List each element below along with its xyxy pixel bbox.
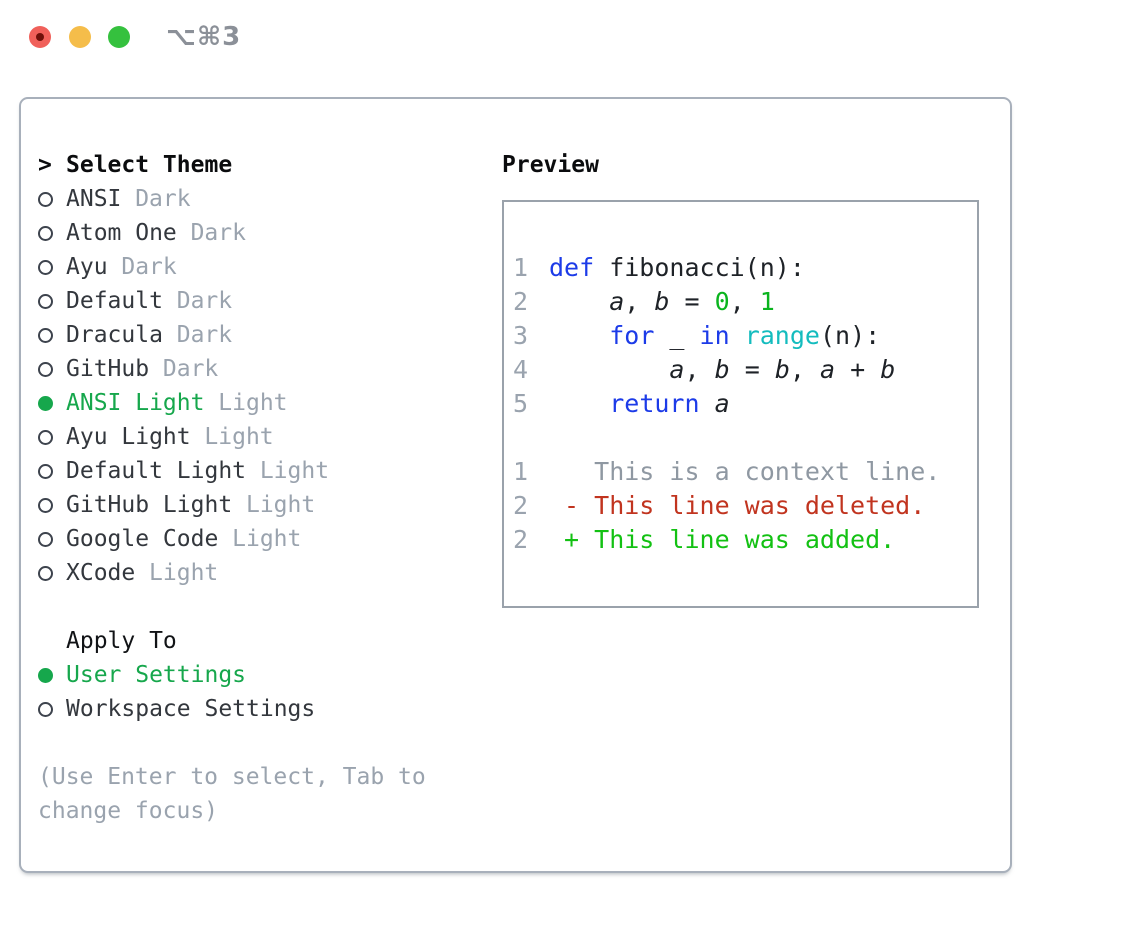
theme-option-ansi[interactable]: ANSI Dark — [38, 182, 488, 216]
theme-option-dracula[interactable]: Dracula Dark — [38, 318, 488, 352]
apply-option-workspace-settings[interactable]: Workspace Settings — [38, 692, 488, 726]
select-theme-title: Select Theme — [66, 152, 233, 178]
option-label: GitHub Light — [66, 492, 233, 518]
preview-line: 5 return a — [513, 388, 730, 418]
apply-option-user-settings[interactable]: User Settings — [38, 658, 488, 692]
radio-unselected-icon — [38, 497, 66, 513]
line-number: 2 — [513, 524, 529, 554]
help-text: (Use Enter to select, Tab to change focu… — [38, 764, 426, 824]
radio-selected-icon — [38, 395, 66, 411]
option-label: Atom One — [66, 220, 177, 246]
variant-tag: Light — [149, 560, 219, 586]
preview-line: 3 for _ in range(n): — [513, 320, 881, 350]
line-number: 2 — [513, 286, 529, 316]
variant-tag: Light — [204, 424, 274, 450]
line-number: 1 — [513, 252, 529, 282]
line-number: 5 — [513, 388, 529, 418]
theme-option-default-light[interactable]: Default Light Light — [38, 454, 488, 488]
radio-unselected-icon — [38, 327, 66, 343]
pointer-icon: > — [38, 152, 52, 178]
theme-option-ansi-light[interactable]: ANSI Light Light — [38, 386, 488, 420]
preview-header: Preview — [502, 148, 987, 182]
titlebar: ⌥⌘3 — [0, 0, 1140, 74]
line-number: 3 — [513, 320, 529, 350]
variant-tag: Dark — [135, 186, 191, 212]
option-label: ANSI — [66, 186, 122, 212]
radio-unselected-icon — [38, 259, 66, 275]
gap — [513, 420, 977, 454]
option-label: ANSI Light — [66, 390, 205, 416]
line-number: 1 — [513, 456, 529, 486]
option-label: Google Code — [66, 526, 219, 552]
preview-line: 2 + This line was added. — [513, 524, 896, 554]
radio-unselected-icon — [38, 531, 66, 547]
option-label: Ayu — [66, 254, 108, 280]
radio-selected-icon — [38, 667, 66, 683]
diff-preview: 1 This is a context line. 2 - This line w… — [513, 454, 977, 556]
gap — [38, 590, 488, 624]
option-label: GitHub — [66, 356, 150, 382]
close-dot-icon — [36, 33, 44, 41]
radio-unselected-icon — [38, 191, 66, 207]
select-theme-header: > Select Theme — [38, 148, 488, 182]
preview-title: Preview — [502, 152, 599, 178]
theme-option-atom-one[interactable]: Atom One Dark — [38, 216, 488, 250]
radio-unselected-icon — [38, 701, 66, 717]
option-label: Ayu Light — [66, 424, 191, 450]
variant-tag: Dark — [162, 356, 219, 382]
option-label: Dracula — [66, 322, 163, 348]
theme-option-default[interactable]: Default Dark — [38, 284, 488, 318]
theme-option-github-light[interactable]: GitHub Light Light — [38, 488, 488, 522]
theme-option-ayu[interactable]: Ayu Dark — [38, 250, 488, 284]
theme-option-ayu-light[interactable]: Ayu Light Light — [38, 420, 488, 454]
apply-to-header: Apply To — [38, 624, 488, 658]
close-button[interactable] — [29, 26, 51, 48]
option-label: Default — [66, 288, 163, 314]
radio-unselected-icon — [38, 225, 66, 241]
theme-option-xcode[interactable]: XCode Light — [38, 556, 488, 590]
preview-line: 1 This is a context line. — [513, 456, 941, 486]
preview-line: 2 - This line was deleted. — [513, 490, 926, 520]
theme-option-google-code[interactable]: Google Code Light — [38, 522, 488, 556]
radio-unselected-icon — [38, 293, 66, 309]
option-label: Workspace Settings — [66, 696, 316, 722]
option-label: User Settings — [66, 662, 247, 688]
apply-to-title: Apply To — [66, 628, 177, 654]
theme-option-github[interactable]: GitHub Dark — [38, 352, 488, 386]
variant-tag: Dark — [190, 220, 246, 246]
line-number: 4 — [513, 354, 529, 384]
maximize-button[interactable] — [108, 26, 130, 48]
option-label: Default Light — [66, 458, 247, 484]
variant-tag: Light — [245, 492, 316, 518]
radio-unselected-icon — [38, 565, 66, 581]
preview-line: 2 a, b = 0, 1 — [513, 286, 775, 316]
variant-tag: Light — [232, 526, 302, 552]
preview-line: 4 a, b = b, a + b — [513, 354, 896, 384]
minimize-button[interactable] — [69, 26, 91, 48]
variant-tag: Dark — [121, 254, 177, 280]
radio-unselected-icon — [38, 463, 66, 479]
variant-tag: Dark — [176, 288, 233, 314]
variant-tag: Light — [259, 458, 330, 484]
option-label: XCode — [66, 560, 136, 586]
variant-tag: Light — [218, 390, 288, 416]
radio-unselected-icon — [38, 361, 66, 377]
radio-unselected-icon — [38, 429, 66, 445]
window-title: ⌥⌘3 — [166, 22, 242, 52]
line-number: 2 — [513, 490, 529, 520]
variant-tag: Dark — [176, 322, 233, 348]
